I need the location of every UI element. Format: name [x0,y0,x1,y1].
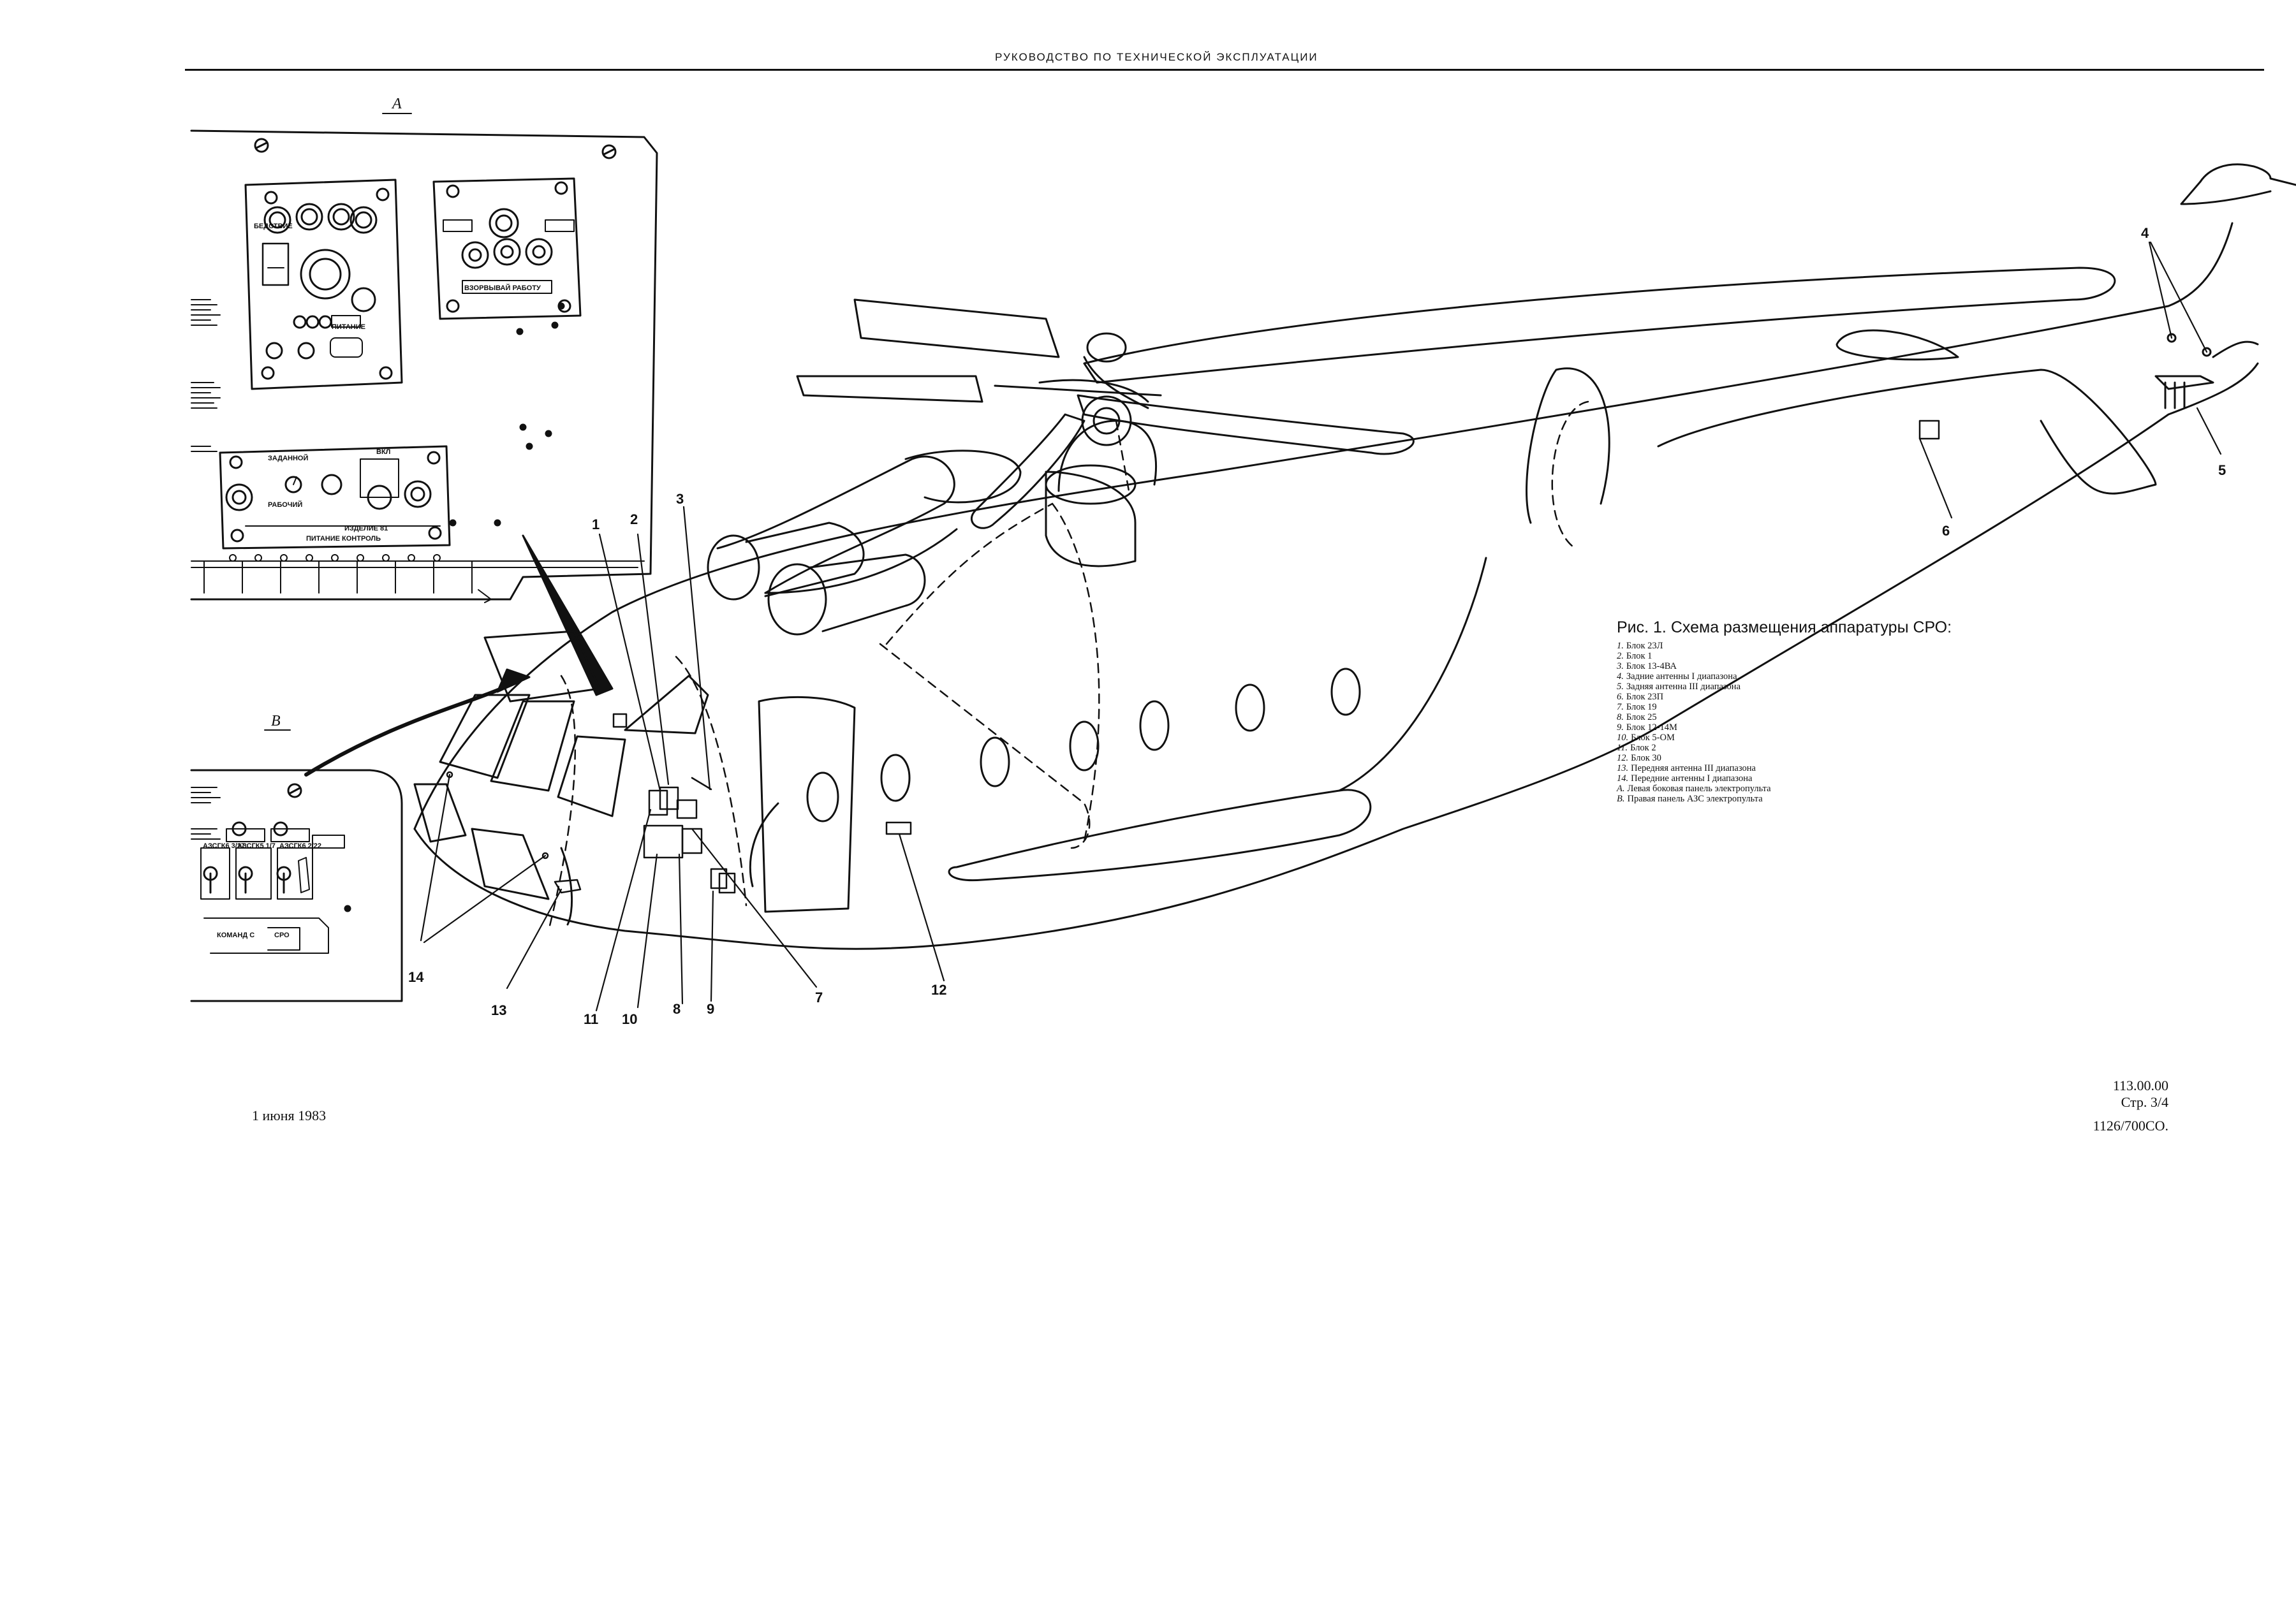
legend-item: В.Правая панель АЗС электропульта [1617,794,1763,804]
svg-text:ПИТАНИЕ: ПИТАНИЕ [332,323,365,331]
callout-5: 5 [2218,462,2226,478]
svg-text:ЗАДАННОЙ: ЗАДАННОЙ [268,454,308,462]
figure-legend: Рис. 1. Схема размещения аппаратуры СРО:… [1617,618,1999,804]
legend-item: 5.Задняя антенна III диапазона [1617,682,1741,692]
callout-8: 8 [673,1001,681,1017]
view-label-a: А [391,96,402,112]
svg-text:РАБОЧИЙ: РАБОЧИЙ [268,501,302,509]
svg-text:АЗСГК6 2/22: АЗСГК6 2/22 [279,842,321,850]
callout-7: 7 [815,990,823,1005]
footer-doc-code: 113.00.00 [2112,1078,2168,1093]
callout-4: 4 [2141,225,2149,241]
legend-item: 2.Блок 1 [1617,651,1652,661]
callout-6: 6 [1942,523,1950,539]
legend-item: 12.Блок 30 [1617,753,1661,763]
legend-item: А.Левая боковая панель электропульта [1617,784,1771,794]
panel-b-pointer [304,680,519,777]
panel-a-labels: БЕДСТВИЕ ПИТАНИЕ ЗАДАННОЙ РАБОЧИЙ ВКЛ ИЗ… [254,223,541,543]
footer-code: 113.00.00 Стр. 3/4 [2113,1078,2168,1111]
legend-item: 8.Блок 25 [1617,712,1657,722]
legend-item: 13.Передняя антенна III диапазона [1617,763,1756,773]
main-rotor [796,267,2116,529]
callout-2: 2 [630,511,638,527]
callout-10: 10 [622,1011,637,1027]
legend-title: Рис. 1. Схема размещения аппаратуры СРО: [1617,618,1952,636]
svg-text:АЗСГК6 3/27: АЗСГК6 3/27 [203,842,245,850]
legend-item: 4.Задние антенны I диапазона [1617,671,1737,682]
panel-b-labels: АЗСГК6 3/27 АЗСГК5 1/7 АЗСГК6 2/22 КОМАН… [203,842,321,939]
svg-text:АЗСГК5 1/7: АЗСГК5 1/7 [237,842,276,850]
view-label-b: В [271,713,281,729]
svg-text:СРО: СРО [274,932,290,939]
panel-b-inset [190,769,403,1002]
footer-date: 1 июня 1983 [252,1107,327,1123]
svg-text:ВКЛ: ВКЛ [376,448,390,456]
callout-3: 3 [676,491,684,507]
header-rule [185,69,2264,71]
svg-text:КОМАНД С: КОМАНД С [217,932,254,939]
callout-14: 14 [408,969,424,985]
helicopter-body [413,163,2296,950]
panel-a-inset [190,129,658,603]
legend-item: 9.Блок 12-14М [1617,722,1677,733]
callout-12: 12 [931,982,946,998]
svg-text:БЕДСТВИЕ: БЕДСТВИЕ [254,223,293,230]
svg-text:ПИТАНИЕ КОНТРОЛЬ: ПИТАНИЕ КОНТРОЛЬ [306,535,381,543]
internal-dashed-lines [547,400,1589,932]
legend-item: 11.Блок 2 [1617,743,1656,753]
svg-text:ИЗДЕЛИЕ 81: ИЗДЕЛИЕ 81 [344,525,388,532]
leader-lines [420,241,2222,1012]
callout-1: 1 [592,516,600,532]
callout-11: 11 [584,1011,598,1027]
panel-a-pointer [522,534,614,696]
legend-item: 3.Блок 13-4ВА [1617,661,1677,671]
footer-page: Стр. 3/4 [2121,1094,2168,1110]
legend-item: 1.Блок 23Л [1617,641,1663,651]
legend-item: 10.Блок 5-ОМ [1617,733,1675,743]
helicopter-engines [707,420,1157,636]
legend-item: 6.Блок 23П [1617,692,1664,702]
callout-13: 13 [491,1002,506,1018]
callout-9: 9 [707,1001,714,1017]
legend-item: 14.Передние антенны I диапазона [1617,773,1753,784]
legend-item: 7.Блок 19 [1617,702,1657,712]
legend-list: 1.Блок 23Л 2.Блок 1 3.Блок 13-4ВА 4.Задн… [1617,641,1999,804]
svg-text:ВЗОРВЫВАЙ РАБОТУ: ВЗОРВЫВАЙ РАБОТУ [464,284,541,292]
page-header-title: РУКОВОДСТВО ПО ТЕХНИЧЕСКОЙ ЭКСПЛУАТАЦИИ [995,51,1318,63]
footer-doc-number: 1126/700СО. [2093,1118,2168,1134]
